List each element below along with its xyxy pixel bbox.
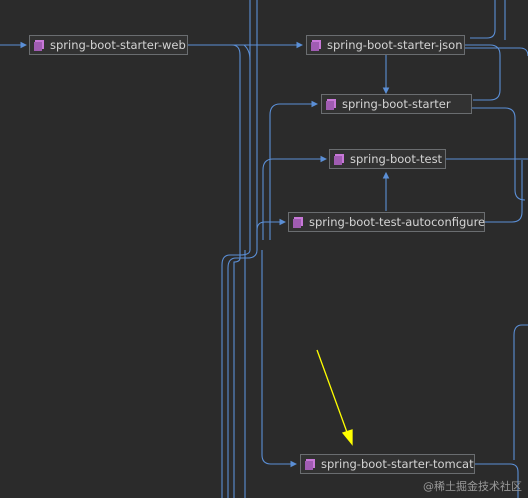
maven-module-icon (311, 39, 321, 51)
node-spring-boot-test[interactable]: spring-boot-test (329, 149, 446, 169)
maven-module-icon (334, 153, 344, 165)
maven-module-icon (34, 39, 44, 51)
edge-tomcat-right (475, 463, 519, 498)
edge-in-tomcat (261, 250, 298, 468)
edge-starter-right (472, 107, 526, 201)
edge-lower-1 (221, 249, 251, 498)
edge-web-down-2 (243, 44, 251, 61)
edge-in-starter (269, 100, 319, 240)
highlight-arrow (316, 349, 353, 446)
node-spring-boot-starter[interactable]: spring-boot-starter (321, 94, 472, 114)
edge-web-down-1 (231, 44, 241, 250)
edge-bus-3 (470, 0, 496, 39)
maven-module-icon (326, 98, 336, 110)
maven-module-icon (305, 458, 315, 470)
node-spring-boot-starter-web[interactable]: spring-boot-starter-web (29, 35, 188, 55)
edge-lower-2 (227, 249, 258, 498)
node-label: spring-boot-starter (342, 97, 451, 111)
node-label: spring-boot-test-autoconfigure (309, 215, 486, 229)
maven-module-icon (293, 216, 303, 228)
edge-right-lower (513, 324, 528, 460)
node-label: spring-boot-test (350, 152, 443, 166)
edge-json-right-2 (465, 47, 528, 57)
node-spring-boot-starter-tomcat[interactable]: spring-boot-starter-tomcat (300, 454, 475, 474)
edge-autoconfig-right (485, 160, 523, 223)
node-spring-boot-starter-json[interactable]: spring-boot-starter-json (306, 35, 465, 55)
node-label: spring-boot-starter-web (50, 38, 186, 52)
node-spring-boot-test-autoconfigure[interactable]: spring-boot-test-autoconfigure (288, 212, 485, 232)
watermark: @稀土掘金技术社区 (423, 480, 522, 493)
edge-in-test (262, 155, 328, 240)
node-label: spring-boot-starter-tomcat (321, 457, 474, 471)
node-label: spring-boot-starter-json (327, 38, 463, 52)
edge-json-right-1 (465, 44, 501, 101)
edge-in-autoconfig (256, 218, 287, 240)
edge-lower-3 (233, 250, 241, 498)
